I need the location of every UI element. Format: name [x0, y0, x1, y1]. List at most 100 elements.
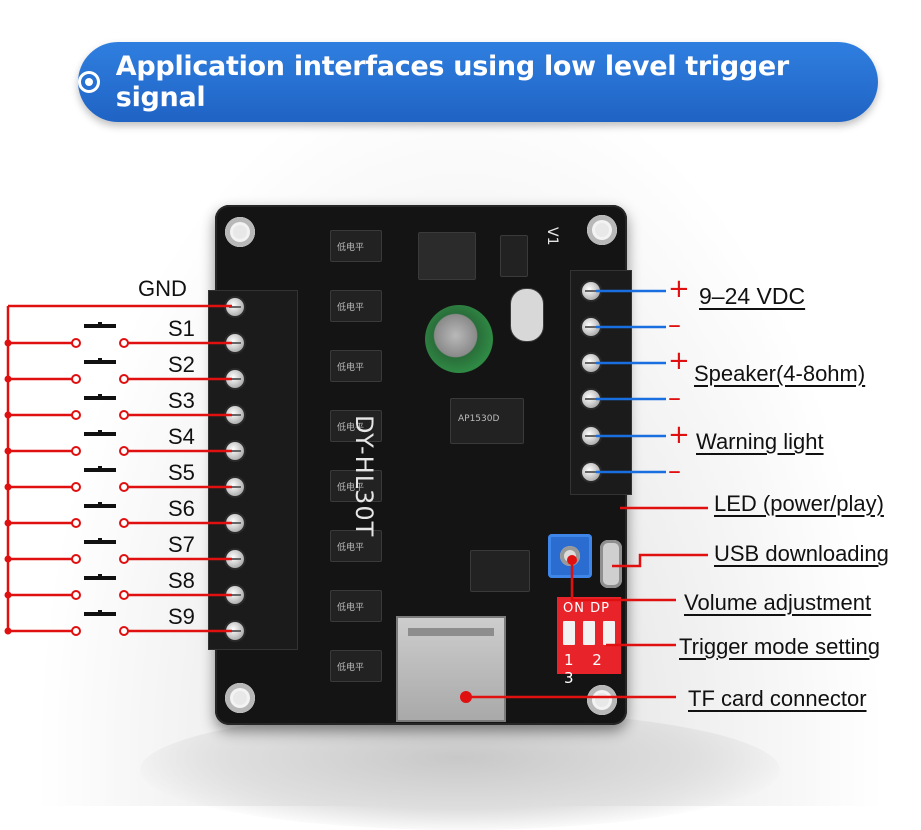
label-trigger-mode: Trigger mode setting — [679, 634, 880, 659]
mounting-hole — [225, 683, 255, 713]
label-speaker: Speaker(4-8ohm) — [694, 361, 866, 386]
tf-card-slot — [396, 616, 506, 722]
chip-label: 低电平 — [337, 663, 365, 673]
terminal-screw-power-minus — [582, 318, 600, 336]
label-s7: S7 — [168, 532, 195, 557]
terminal-screw-s1 — [226, 334, 244, 352]
switch-contact — [71, 626, 81, 636]
label-usb: USB downloading — [714, 541, 889, 566]
chip-low-level — [330, 350, 382, 382]
header-title: Application interfaces using low level t… — [115, 51, 789, 113]
left-terminal-block — [208, 290, 298, 650]
label-s2: S2 — [168, 352, 195, 377]
chip-low-level — [330, 230, 382, 262]
switch-contact — [119, 410, 129, 420]
terminal-screw-s5 — [226, 478, 244, 496]
amplifier-chip — [450, 398, 524, 444]
switch-contact — [71, 482, 81, 492]
label-warning-light: Warning light — [696, 429, 824, 454]
chip-label: 低电平 — [337, 243, 365, 253]
target-icon — [78, 71, 100, 93]
terminal-screw-speaker-plus — [582, 354, 600, 372]
switch-contact — [71, 554, 81, 564]
switch-contact — [119, 626, 129, 636]
inductor — [500, 235, 528, 277]
voltage-regulator — [418, 232, 476, 280]
switch-rows — [4, 322, 232, 636]
switch-contact — [119, 554, 129, 564]
sign-speaker-plus: + — [668, 346, 690, 376]
terminal-screw-power-plus — [582, 282, 600, 300]
chip-label: 低电平 — [337, 483, 365, 493]
terminal-screw-gnd — [226, 298, 244, 316]
dip-toggle-3 — [603, 621, 615, 645]
terminal-screw-s2 — [226, 370, 244, 388]
dip-header-text: ON DP — [563, 601, 610, 616]
terminal-screw-s7 — [226, 550, 244, 568]
terminal-screw-warning-plus — [582, 427, 600, 445]
mounting-hole — [225, 217, 255, 247]
decoder-chip — [470, 550, 530, 592]
label-led: LED (power/play) — [714, 491, 884, 516]
terminal-screw-s6 — [226, 514, 244, 532]
label-s6: S6 — [168, 496, 195, 521]
rail-junction — [4, 591, 12, 599]
rail-junction — [4, 519, 12, 527]
mounting-hole — [587, 215, 617, 245]
chip-low-level — [330, 650, 382, 682]
label-s3: S3 — [168, 388, 195, 413]
label-s1: S1 — [168, 316, 195, 341]
label-s5: S5 — [168, 460, 195, 485]
sign-power-minus: – — [668, 310, 681, 340]
switch-contact — [119, 482, 129, 492]
right-terminal-block — [570, 270, 632, 495]
label-volume: Volume adjustment — [684, 590, 872, 615]
amplifier-chip-label: AP1530D — [458, 414, 500, 424]
chip-low-level — [330, 590, 382, 622]
wiring-diagram — [4, 289, 708, 703]
switch-contact — [119, 338, 129, 348]
dip-toggle-2 — [583, 621, 595, 645]
chip-label: 低电平 — [337, 423, 365, 433]
usb-port — [600, 540, 622, 588]
label-power: 9–24 VDC — [699, 283, 806, 309]
dip-toggle-1 — [563, 621, 575, 645]
label-gnd: GND — [138, 276, 187, 301]
switch-contact — [71, 338, 81, 348]
terminal-screw-s3 — [226, 406, 244, 424]
label-s4: S4 — [168, 424, 195, 449]
switch-contact — [71, 590, 81, 600]
terminal-screw-s4 — [226, 442, 244, 460]
crystal — [510, 288, 544, 342]
chip-low-level — [330, 470, 382, 502]
rail-junction — [4, 555, 12, 563]
sign-warning-minus: – — [668, 456, 681, 486]
dip-numbers-text: 1 2 3 — [564, 651, 609, 687]
terminal-screw-speaker-minus — [582, 390, 600, 408]
sign-speaker-minus: – — [668, 383, 681, 413]
switch-contact — [119, 446, 129, 456]
label-s9: S9 — [168, 604, 195, 629]
leader-dot-tf — [460, 691, 472, 703]
switch-contact — [119, 518, 129, 528]
rail-junction — [4, 339, 12, 347]
leader-dot-volume — [567, 555, 577, 565]
chip-label: 低电平 — [337, 363, 365, 373]
chip-low-level — [330, 290, 382, 322]
chip-low-level — [330, 410, 382, 442]
chip-label: 低电平 — [337, 543, 365, 553]
sign-warning-plus: + — [668, 420, 690, 450]
header-banner: Application interfaces using low level t… — [78, 42, 878, 122]
leader-usb — [612, 553, 708, 568]
dip-switch: ON DP 1 2 3 — [557, 597, 621, 687]
switch-contact — [71, 374, 81, 384]
leader-volume — [570, 560, 676, 602]
terminal-screw-warning-minus — [582, 463, 600, 481]
chip-label: 低电平 — [337, 303, 365, 313]
switch-contact — [71, 410, 81, 420]
mounting-hole — [587, 685, 617, 715]
switch-contact — [71, 446, 81, 456]
switch-contact — [119, 590, 129, 600]
label-tf-card: TF card connector — [688, 686, 867, 711]
chip-low-level — [330, 530, 382, 562]
